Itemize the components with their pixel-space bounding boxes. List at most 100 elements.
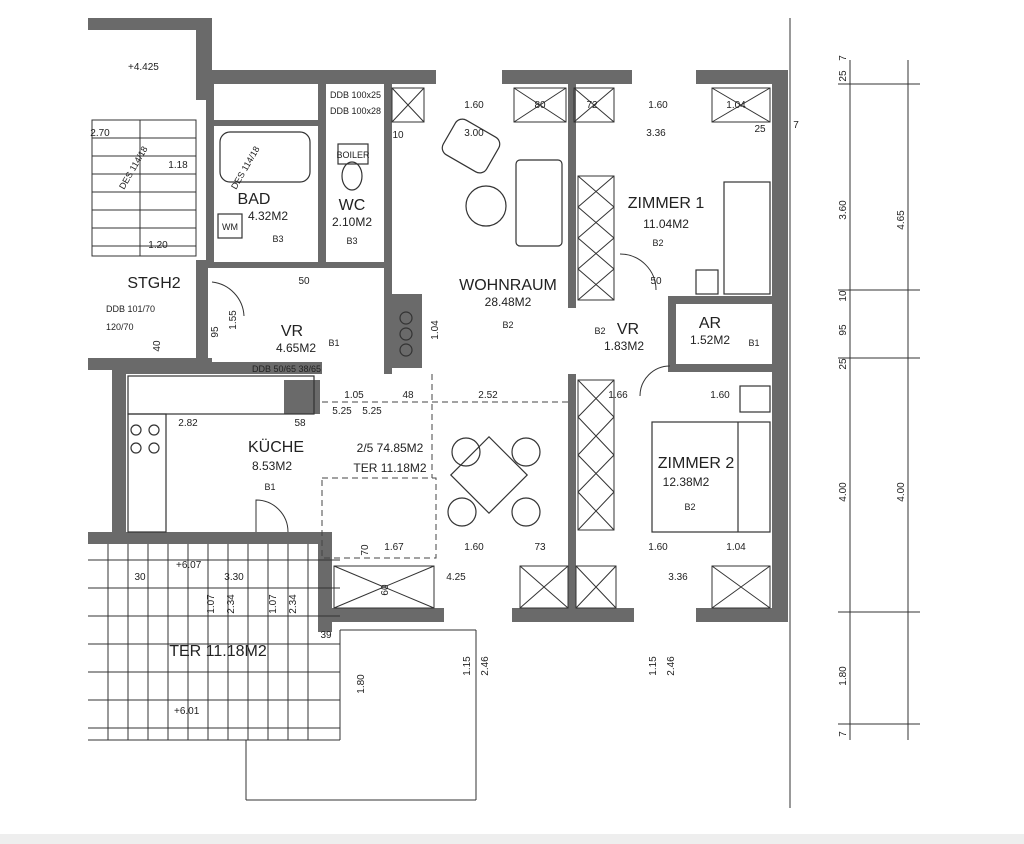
door-vr — [211, 281, 245, 317]
dim-6: 3.00 — [464, 128, 484, 139]
window-bottom-2 — [519, 565, 569, 609]
label-ddb1: DDB 100x25 — [330, 90, 381, 100]
door-kitchen — [255, 499, 289, 533]
stove-3 — [130, 442, 142, 454]
rdim-11: 7 — [838, 731, 849, 737]
toilet — [341, 161, 363, 191]
rdim-2: 4.65 — [896, 210, 907, 230]
dim-42: 1.07 — [206, 594, 217, 614]
wall-right — [772, 70, 788, 620]
wall-zimmer2-left — [568, 374, 576, 608]
room-vr-left-area: 4.65M2 — [276, 341, 316, 355]
wall-bad-wc — [318, 84, 326, 268]
window-bottom-3 — [575, 565, 617, 609]
wall-ar-left — [668, 296, 676, 372]
window-bottom-1 — [333, 565, 435, 609]
window-top-2 — [513, 87, 567, 123]
dim-36: 1.15 — [648, 656, 659, 676]
kitchen-counter — [127, 375, 315, 415]
dim-5: 1.04 — [726, 100, 746, 111]
window-top-1 — [391, 87, 425, 123]
marker-bad: B3 — [272, 234, 283, 244]
nightstand-zimmer2 — [739, 385, 771, 413]
dim-2: 80 — [534, 100, 546, 111]
bed-zimmer2 — [651, 421, 771, 533]
rdim-4: 4.00 — [896, 482, 907, 502]
room-kueche-area: 8.53M2 — [252, 459, 292, 473]
right-dimension-chain: 3.60 4.65 4.00 4.00 25 7 10 95 25 1.80 7 — [838, 55, 920, 740]
dim-24: 5.25 — [362, 406, 382, 417]
label-stairs-1: DES 114/18 — [117, 145, 150, 191]
room-wohnraum-name: WOHNRAUM — [459, 277, 557, 294]
stove-1 — [130, 424, 142, 436]
flue-3 — [399, 343, 413, 357]
summary-line-2: TER 11.18M2 — [353, 461, 426, 475]
rdim-3: 4.00 — [838, 482, 849, 502]
dim-27: 73 — [534, 542, 546, 553]
level-terrace-top: +6.07 — [176, 560, 202, 571]
room-zimmer2-name: ZIMMER 2 — [658, 455, 735, 472]
room-zimmer1-area: 11.04M2 — [643, 217, 689, 231]
label-ddb-door: DDB 101/70 — [106, 304, 155, 314]
terrace-grid — [88, 544, 340, 740]
wall-stgh-right — [196, 260, 208, 370]
dim-33: 60 — [380, 584, 391, 596]
label-door-120: 120/70 — [106, 322, 134, 332]
dim-15: 1.55 — [228, 310, 239, 330]
room-zimmer1-name: ZIMMER 1 — [628, 195, 705, 212]
dim-32: 70 — [360, 544, 371, 556]
room-zimmer2-area: 12.38M2 — [663, 475, 710, 489]
wall-bad-left — [206, 84, 214, 268]
marker-zimmer1: B2 — [652, 238, 663, 248]
wall-zimmer1-bottom — [668, 296, 772, 304]
label-ddb3: DDB 50/65 38/65 — [252, 364, 321, 374]
dim-16: 1.05 — [344, 390, 364, 401]
dim-40: 30 — [134, 572, 146, 583]
vent-wall — [284, 380, 320, 414]
room-wohnraum-area: 28.48M2 — [485, 295, 532, 309]
dim-3: 72 — [586, 100, 598, 111]
dimensions: 1.60 80 72 1.60 1.04 3.00 3.36 25 7 10 5… — [90, 100, 799, 694]
chair-3 — [447, 497, 477, 527]
dim-18: 48 — [402, 390, 414, 401]
window-top-4 — [711, 87, 771, 123]
kitchen-counter-side — [127, 413, 167, 533]
marker-zimmer2: B2 — [684, 502, 695, 512]
dim-26: 1.60 — [464, 542, 484, 553]
dim-10: 10 — [392, 130, 404, 141]
dim-39: 39 — [320, 630, 332, 641]
room-bad-name: BAD — [238, 191, 271, 208]
dining-area — [321, 477, 437, 559]
footer-bar — [0, 834, 1024, 844]
washing-machine — [217, 213, 243, 239]
dim-29: 1.04 — [726, 542, 746, 553]
bed-zimmer1 — [723, 181, 771, 295]
dining-table — [449, 435, 529, 515]
dim-43: 2.34 — [226, 594, 237, 614]
dim-25: 1.67 — [384, 542, 404, 553]
dim-37: 2.46 — [666, 656, 677, 676]
dim-11: 50 — [298, 276, 310, 287]
sofa — [515, 159, 563, 247]
chair-2 — [511, 437, 541, 467]
dim-46: 2.70 — [90, 128, 110, 139]
dim-41: 3.30 — [224, 572, 244, 583]
wall-top-a — [196, 70, 436, 84]
dim-14: 95 — [210, 326, 221, 338]
room-bad-area: 4.32M2 — [248, 209, 288, 223]
room-kueche-name: KÜCHE — [248, 438, 304, 456]
dim-4: 1.60 — [648, 100, 668, 111]
label-stairs-2: DES 114/18 — [229, 145, 262, 191]
stove-4 — [148, 442, 160, 454]
room-ar-name: AR — [699, 315, 721, 332]
dim-44: 1.07 — [268, 594, 279, 614]
dim-19: 2.52 — [478, 390, 498, 401]
room-wc-area: 2.10M2 — [332, 215, 372, 229]
room-wc-name: WC — [339, 197, 366, 214]
label-wm: WM — [222, 222, 238, 232]
flue-2 — [399, 327, 413, 341]
dim-20: 1.66 — [608, 390, 628, 401]
nightstand-zimmer1 — [695, 269, 719, 295]
wall-kitchen-bottom — [88, 532, 318, 544]
